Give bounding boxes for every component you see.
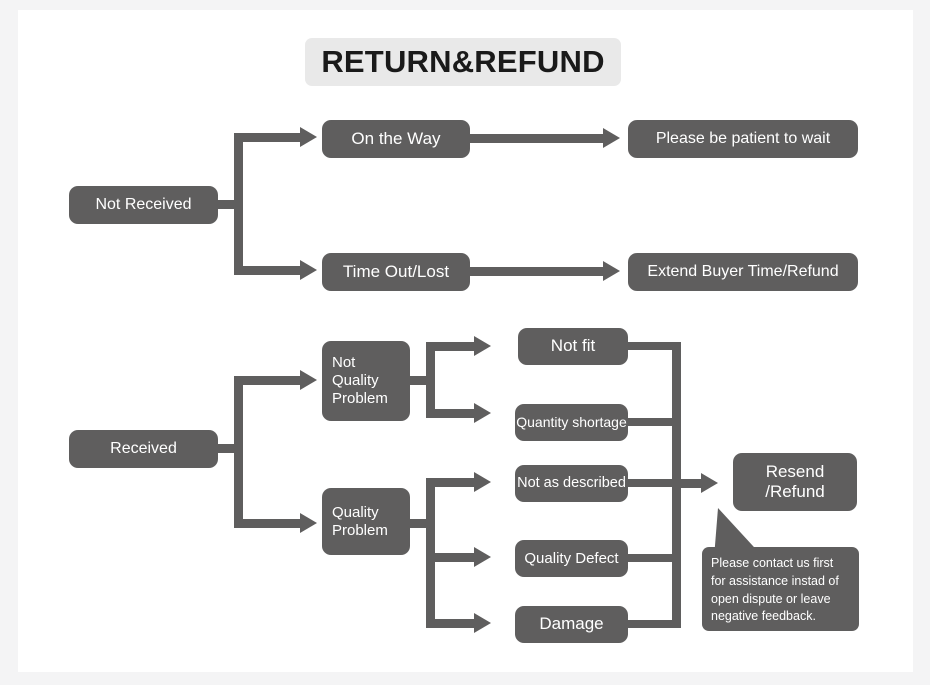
connector-not-received-to-time-out (234, 266, 304, 275)
node-quality-defect-label: Quality Defect (524, 549, 619, 567)
callout-line1: Please contact us first (711, 556, 834, 570)
node-please-be-patient-label: Please be patient to wait (655, 129, 831, 147)
connector-not-quality-stub (410, 376, 430, 385)
node-not-quality-problem-line1: Not (332, 354, 356, 372)
arrowhead-time-out-lost (300, 260, 317, 280)
node-not-as-described[interactable]: Not as described (515, 465, 628, 502)
callout-note: Please contact us first for assistance i… (702, 547, 859, 631)
connector-not-quality-to-not-fit (426, 342, 478, 351)
diagram-canvas: RETURN&REFUND Not Received On the Way Pl… (18, 10, 913, 672)
node-on-the-way-label: On the Way (351, 128, 441, 148)
connector-time-out-to-extend (470, 267, 607, 276)
node-not-quality-problem[interactable]: Not Quality Problem (322, 341, 410, 421)
arrowhead-not-as-described (474, 472, 491, 492)
node-quantity-shortage-label: Quantity shortage (516, 414, 627, 431)
connector-not-received-bracket (234, 133, 243, 275)
connector-not-as-described-collector (628, 479, 680, 487)
connector-quality-stub (410, 519, 430, 528)
node-quality-problem-label: Quality Problem (332, 504, 410, 539)
node-resend-refund-line2: /Refund (765, 482, 825, 501)
arrowhead-on-the-way (300, 127, 317, 147)
node-on-the-way[interactable]: On the Way (322, 120, 470, 158)
connector-quantity-shortage-collector (628, 418, 680, 426)
node-damage-label: Damage (539, 614, 604, 634)
connector-not-fit-collector (628, 342, 680, 350)
arrowhead-quality-problem (300, 513, 317, 533)
node-not-quality-problem-line2: Quality (332, 372, 379, 390)
callout-line3: open dispute or leave (711, 591, 831, 606)
arrowhead-please-be-patient (603, 128, 620, 148)
node-extend-buyer-time-label: Extend Buyer Time/Refund (647, 262, 839, 280)
node-received[interactable]: Received (69, 430, 218, 468)
connector-received-stub (218, 444, 242, 453)
connector-quality-to-damage (426, 619, 478, 628)
connector-collector-to-resend (672, 479, 705, 488)
node-quality-problem-line2: Problem (332, 521, 388, 539)
node-not-fit[interactable]: Not fit (518, 328, 628, 365)
node-quality-problem-line1: Quality (332, 503, 379, 521)
node-time-out-lost-label: Time Out/Lost (342, 261, 450, 281)
node-damage[interactable]: Damage (515, 606, 628, 643)
arrowhead-resend-refund (701, 473, 718, 493)
callout-tail-icon (714, 508, 764, 558)
callout-line2: for assistance instad of (711, 573, 839, 588)
callout-line4: negative feedback. (711, 609, 816, 624)
connector-received-to-not-quality (234, 376, 304, 385)
arrowhead-quantity-shortage (474, 403, 491, 423)
node-resend-refund-line1: Resend (765, 461, 825, 481)
node-not-received[interactable]: Not Received (69, 186, 218, 224)
connector-received-to-quality (234, 519, 304, 528)
connector-quality-to-not-as-described (426, 478, 478, 487)
node-time-out-lost[interactable]: Time Out/Lost (322, 253, 470, 291)
node-resend-refund-label: Resend /Refund (733, 462, 857, 502)
connector-quality-defect-collector (628, 554, 680, 562)
node-received-label: Received (110, 439, 177, 457)
arrowhead-damage (474, 613, 491, 633)
arrowhead-not-fit (474, 336, 491, 356)
connector-received-bracket (234, 376, 243, 528)
page-title-banner: RETURN&REFUND (305, 38, 621, 86)
arrowhead-not-quality-problem (300, 370, 317, 390)
node-not-received-label: Not Received (95, 195, 192, 213)
arrowhead-extend-buyer-time (603, 261, 620, 281)
node-please-be-patient[interactable]: Please be patient to wait (628, 120, 858, 158)
node-quantity-shortage[interactable]: Quantity shortage (515, 404, 628, 441)
connector-damage-collector (628, 620, 680, 628)
node-not-quality-problem-label: Not Quality Problem (332, 354, 410, 407)
connector-not-quality-to-quantity (426, 409, 478, 418)
node-resend-refund[interactable]: Resend /Refund (733, 453, 857, 511)
connector-not-received-stub (218, 200, 242, 209)
connector-not-quality-bracket (426, 342, 435, 418)
node-not-as-described-label: Not as described (517, 474, 626, 491)
node-quality-defect[interactable]: Quality Defect (515, 540, 628, 577)
connector-quality-to-quality-defect (426, 553, 478, 562)
node-quality-problem[interactable]: Quality Problem (322, 488, 410, 555)
arrowhead-quality-defect (474, 547, 491, 567)
connector-on-the-way-to-wait (470, 134, 607, 143)
node-not-fit-label: Not fit (550, 336, 596, 356)
page-title: RETURN&REFUND (321, 44, 605, 79)
connector-not-received-to-on-the-way (234, 133, 304, 142)
node-extend-buyer-time[interactable]: Extend Buyer Time/Refund (628, 253, 858, 291)
node-not-quality-problem-line3: Problem (332, 389, 388, 407)
